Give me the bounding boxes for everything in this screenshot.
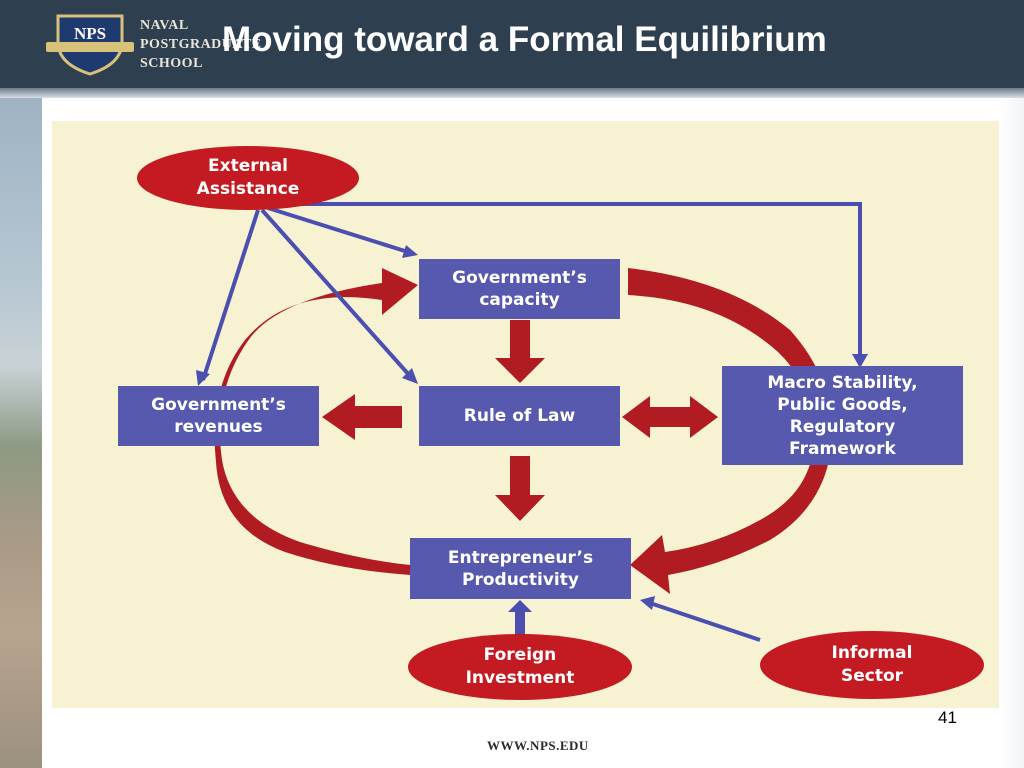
- arrowhead-macro: [852, 354, 868, 368]
- node-foreign-investment: Foreign Investment: [408, 634, 632, 700]
- arrowhead-capacity: [402, 245, 418, 258]
- school-name: NAVAL POSTGRADUATE SCHOOL: [140, 16, 262, 73]
- line-assistance-to-capacity: [267, 206, 409, 254]
- line-assistance-to-law: [260, 208, 412, 378]
- header-bar: [0, 0, 1024, 88]
- nps-logo: NPS: [46, 14, 134, 76]
- line-assistance-to-revenues: [201, 209, 260, 381]
- logo-lettering: NPS: [74, 24, 106, 43]
- campus-photo-strip: [0, 98, 42, 768]
- arrow-capacity-to-law: [495, 320, 545, 383]
- cycle-arrow-left: [214, 268, 418, 575]
- node-informal-sector: Informal Sector: [760, 631, 984, 699]
- line-assistance-to-macro: [290, 202, 862, 360]
- school-name-line: POSTGRADUATE: [140, 37, 262, 52]
- arrowhead-law: [402, 368, 418, 384]
- footer-url: WWW.NPS.EDU: [487, 738, 589, 753]
- school-name-line: NAVAL: [140, 18, 189, 33]
- node-macro-stability: Macro Stability, Public Goods, Regulator…: [722, 366, 963, 465]
- arrow-foreign-to-entrepreneur: [508, 600, 532, 638]
- right-edge-background: [1000, 98, 1024, 768]
- cycle-arrow-right: [628, 268, 833, 594]
- node-government-capacity: Government’s capacity: [419, 259, 620, 319]
- line-informal-to-entrepreneur: [649, 601, 761, 642]
- header-shadow: [0, 88, 1024, 98]
- slide-title: Moving toward a Formal Equilibrium: [222, 20, 827, 59]
- node-government-revenues: Government’s revenues: [118, 386, 319, 446]
- arrow-law-macro-double: [622, 396, 718, 438]
- node-rule-of-law: Rule of Law: [419, 386, 620, 446]
- arrow-law-to-revenues: [322, 394, 402, 440]
- arrowhead-revenues: [196, 370, 210, 386]
- arrowhead-entrepreneur-informal: [640, 596, 655, 610]
- page-number: 41: [938, 708, 957, 727]
- school-name-line: SCHOOL: [140, 56, 203, 71]
- arrow-law-to-entrepreneur: [495, 456, 545, 521]
- node-entrepreneur-productivity: Entrepreneur’s Productivity: [410, 538, 631, 599]
- node-external-assistance: External Assistance: [137, 146, 359, 210]
